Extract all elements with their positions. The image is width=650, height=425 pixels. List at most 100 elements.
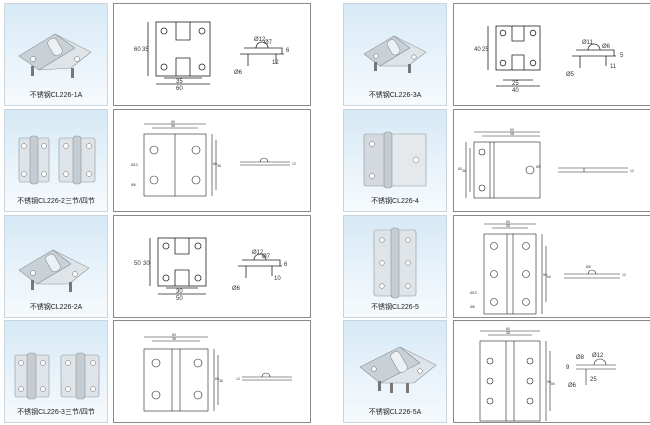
- product-label: 不锈钢CL226-3A: [368, 92, 422, 99]
- svg-text:30: 30: [143, 261, 150, 267]
- svg-text:Ø13: Ø13: [470, 291, 477, 295]
- product-photo-cl226-5: 不锈钢CL226-5: [343, 215, 447, 318]
- svg-text:Ø6: Ø6: [586, 265, 591, 269]
- technical-drawing-cl226-3: 60 36 60 36 12: [113, 320, 311, 423]
- hinge-image: [14, 352, 100, 400]
- svg-text:Ø12: Ø12: [254, 37, 266, 43]
- svg-text:90: 90: [547, 380, 551, 384]
- product-label: 不锈钢CL226-2A: [29, 304, 83, 311]
- hinge-image: [18, 249, 90, 292]
- svg-text:38: 38: [510, 132, 514, 136]
- svg-text:60: 60: [171, 120, 175, 124]
- svg-text:Ø12: Ø12: [252, 250, 264, 256]
- svg-text:36: 36: [462, 169, 466, 173]
- hinge-image: [18, 33, 92, 78]
- product-photo-cl226-3: 不锈钢CL226-3三节/四节: [4, 320, 108, 423]
- hinge-drawing: 60 38 60 36 Ø9 12: [458, 128, 634, 199]
- product-label: 不锈钢CL226-5: [371, 304, 419, 311]
- technical-drawing-cl226-2a: 30 50 50 30 Ø12 Ø7 6 10 Ø6: [113, 215, 311, 318]
- svg-text:35: 35: [142, 47, 149, 53]
- svg-text:50: 50: [176, 296, 183, 302]
- svg-text:Ø6: Ø6: [470, 305, 475, 309]
- hinge-image: [373, 227, 417, 299]
- hinge-drawing: 60 36 60 36 Ø13 Ø6 12: [131, 120, 296, 197]
- product-photo-cl226-5a: 不锈钢CL226-5A: [343, 320, 447, 423]
- svg-text:60: 60: [213, 162, 217, 166]
- technical-drawing-cl226-3a: 25 40 40 25 Ø11 Ø6 5 11 Ø5: [453, 3, 650, 106]
- hinge-image: [18, 135, 96, 185]
- svg-text:25: 25: [512, 81, 519, 87]
- svg-text:35: 35: [506, 224, 510, 228]
- svg-text:Ø12: Ø12: [592, 353, 604, 359]
- product-photo-cl226-2a: 不锈钢CL226-2A: [4, 215, 108, 318]
- svg-text:90: 90: [543, 273, 547, 277]
- hinge-drawing: 25 40 40 25 Ø11 Ø6 5 11 Ø5: [474, 25, 624, 94]
- svg-text:60: 60: [547, 275, 551, 279]
- svg-text:Ø9: Ø9: [536, 165, 541, 169]
- product-label: 不锈钢CL226-3三节/四节: [17, 409, 95, 416]
- technical-drawing-cl226-4: 60 38 60 36 Ø9 12: [453, 109, 650, 212]
- svg-text:35: 35: [506, 331, 510, 335]
- svg-text:6: 6: [284, 262, 288, 268]
- svg-text:60: 60: [506, 220, 510, 224]
- technical-drawing-cl226-1a: 35 60 60 35 Ø12 Ø7 6 12 Ø6: [113, 3, 311, 106]
- svg-text:60: 60: [172, 333, 176, 337]
- product-photo-cl226-2: 不锈钢CL226-2三节/四节: [4, 109, 108, 212]
- svg-text:60: 60: [215, 377, 219, 381]
- svg-text:60: 60: [551, 382, 555, 386]
- technical-drawing-cl226-5a: 60 35 90 60 Ø12 Ø8 9 25 Ø6: [453, 320, 650, 423]
- svg-text:60: 60: [510, 128, 514, 132]
- svg-text:12: 12: [622, 273, 626, 277]
- technical-drawing-cl226-5: 60 35 90 60 Ø13 Ø6 Ø6 12: [453, 215, 650, 318]
- hinge-image: [359, 346, 437, 393]
- svg-text:50: 50: [134, 261, 141, 267]
- product-label: 不锈钢CL226-4: [371, 198, 419, 205]
- svg-text:5: 5: [620, 53, 624, 59]
- product-photo-cl226-3a: 不锈钢CL226-3A: [343, 3, 447, 106]
- hinge-image: [363, 131, 427, 189]
- product-label: 不锈钢CL226-5A: [368, 409, 422, 416]
- svg-text:25: 25: [482, 47, 489, 53]
- svg-text:40: 40: [474, 47, 481, 53]
- product-photo-cl226-4: 不锈钢CL226-4: [343, 109, 447, 212]
- svg-text:9: 9: [566, 365, 570, 371]
- svg-text:Ø6: Ø6: [602, 44, 611, 50]
- svg-text:36: 36: [217, 164, 221, 168]
- hinge-drawing: 60 35 90 60 Ø13 Ø6 Ø6 12: [470, 220, 626, 315]
- svg-text:60: 60: [458, 167, 462, 171]
- svg-text:40: 40: [512, 88, 519, 94]
- svg-text:Ø7: Ø7: [264, 40, 273, 46]
- svg-text:11: 11: [610, 64, 617, 70]
- product-label: 不锈钢CL226-2三节/四节: [17, 198, 95, 205]
- svg-text:12: 12: [272, 60, 279, 66]
- hinge-drawing: 60 35 90 60 Ø12 Ø8 9 25 Ø6: [479, 327, 616, 422]
- svg-text:60: 60: [134, 47, 141, 53]
- svg-text:12: 12: [630, 169, 634, 173]
- technical-drawing-cl226-2: 60 36 60 36 Ø13 Ø6 12: [113, 109, 311, 212]
- svg-text:60: 60: [506, 327, 510, 331]
- hinge-drawing: 60 36 60 36 12: [143, 333, 292, 412]
- svg-text:30: 30: [176, 289, 183, 295]
- svg-text:Ø6: Ø6: [234, 70, 243, 76]
- svg-text:Ø7: Ø7: [262, 254, 271, 260]
- product-photo-cl226-1a: 不锈钢CL226-1A: [4, 3, 108, 106]
- product-label: 不锈钢CL226-1A: [29, 92, 83, 99]
- svg-text:10: 10: [274, 276, 281, 282]
- svg-text:Ø6: Ø6: [131, 183, 136, 187]
- svg-text:25: 25: [590, 377, 597, 383]
- svg-text:Ø6: Ø6: [232, 286, 241, 292]
- svg-text:6: 6: [286, 48, 290, 54]
- svg-text:Ø8: Ø8: [576, 355, 585, 361]
- svg-text:Ø6: Ø6: [568, 383, 577, 389]
- svg-text:36: 36: [172, 337, 176, 341]
- hinge-drawing: 35 60 60 35 Ø12 Ø7 6 12 Ø6: [134, 21, 290, 92]
- svg-text:Ø11: Ø11: [582, 40, 594, 46]
- svg-text:36: 36: [219, 379, 223, 383]
- svg-text:12: 12: [236, 377, 240, 381]
- svg-text:12: 12: [292, 162, 296, 166]
- svg-text:60: 60: [176, 86, 183, 92]
- hinge-drawing: 30 50 50 30 Ø12 Ø7 6 10 Ø6: [134, 237, 288, 302]
- svg-text:35: 35: [176, 79, 183, 85]
- svg-text:36: 36: [171, 124, 175, 128]
- hinge-image: [363, 35, 427, 73]
